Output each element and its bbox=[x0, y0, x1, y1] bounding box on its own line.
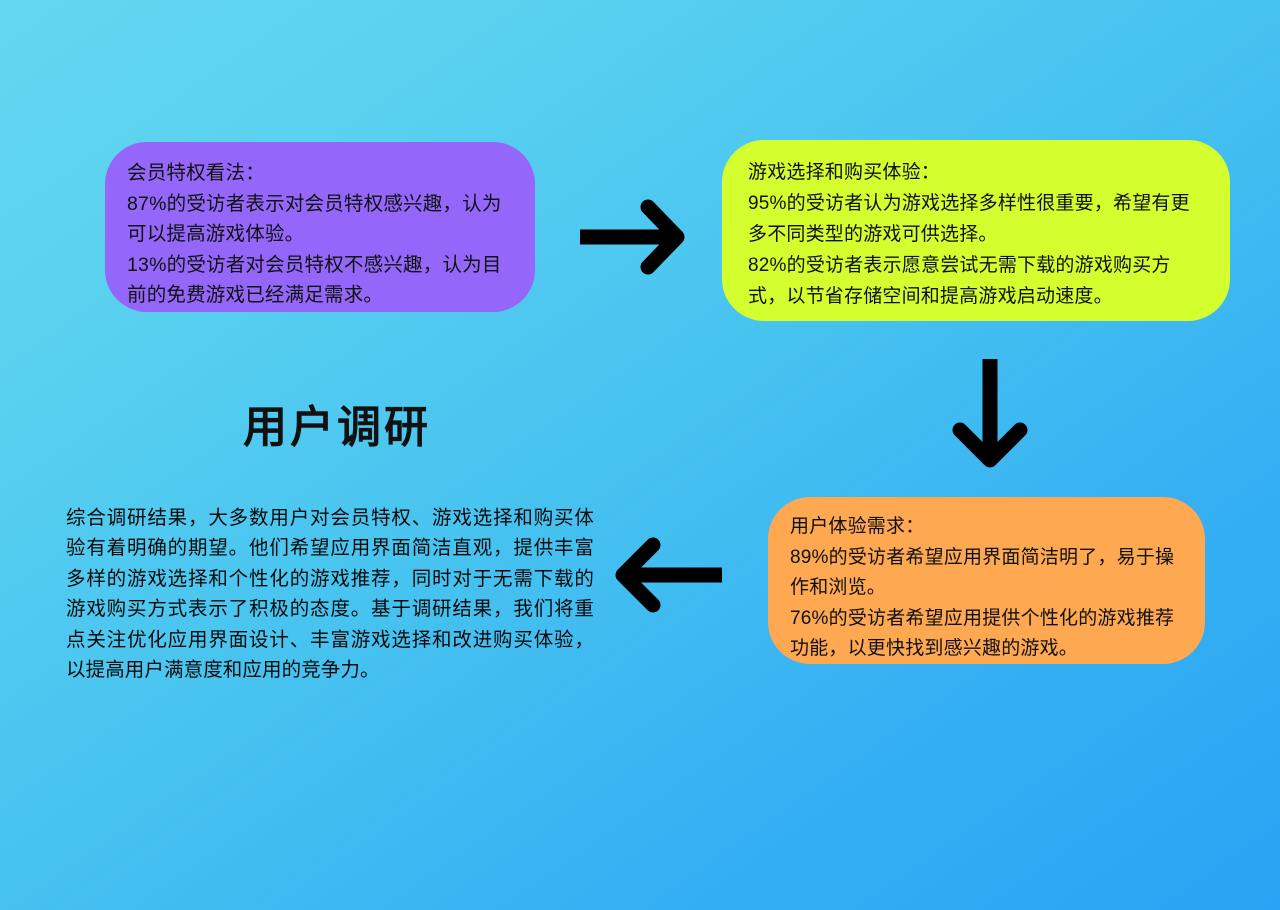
arrow-down-icon bbox=[952, 356, 1028, 468]
arrow-right-icon bbox=[576, 199, 686, 275]
node-user-experience-needs: 用户体验需求： 89%的受访者希望应用界面简洁明了，易于操作和浏览。 76%的受… bbox=[768, 497, 1205, 664]
node-game-selection-purchase: 游戏选择和购买体验： 95%的受访者认为游戏选择多样性很重要，希望有更多不同类型… bbox=[722, 140, 1230, 321]
summary-paragraph: 综合调研结果，大多数用户对会员特权、游戏选择和购买体验有着明确的期望。他们希望应… bbox=[66, 507, 594, 682]
diagram-title: 用户调研 bbox=[243, 403, 431, 452]
node-membership-opinion: 会员特权看法： 87%的受访者表示对会员特权感兴趣，认为可以提高游戏体验。 13… bbox=[105, 142, 535, 312]
arrow-left-icon bbox=[614, 537, 726, 613]
